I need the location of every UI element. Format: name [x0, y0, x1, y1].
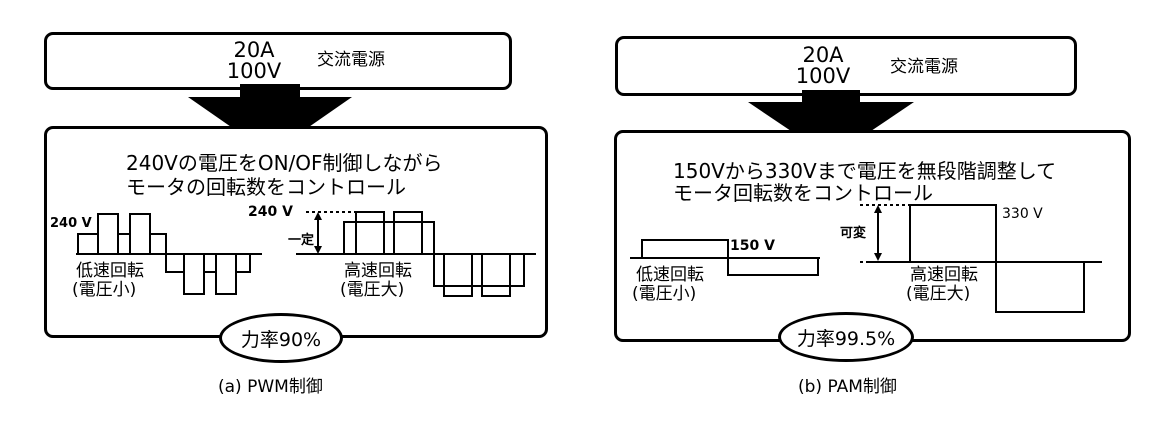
amplitude-note: 一定 [288, 233, 315, 248]
pulse [909, 204, 997, 263]
pulse [77, 233, 99, 255]
high-voltage-label: 330 V [1002, 206, 1043, 222]
pulse [393, 211, 423, 255]
ac-power-source-box: 20A 100V 交流電源 [44, 32, 512, 90]
description-line-2: モータ回転数をコントロール [673, 181, 933, 205]
power-factor-oval: 力率99.5% [778, 312, 914, 362]
description-line-1: 240Vの電圧をON/OF制御しながら [126, 151, 443, 175]
figure-caption: (a) PWM制御 [218, 377, 323, 397]
pam-panel: 20A 100V 交流電源 150Vから330Vまで電圧を無段階調整して モータ… [570, 0, 1149, 424]
pulse [443, 253, 473, 297]
pulse [117, 233, 131, 255]
pulse [183, 253, 205, 295]
pam-waveform-diagram [630, 204, 1102, 313]
source-label: 交流電源 [890, 57, 958, 77]
high-speed-label: 高速回転 [344, 261, 412, 281]
pulse [97, 213, 119, 255]
source-current: 20A [233, 38, 275, 62]
low-speed-label: 低速回転 [76, 261, 144, 281]
down-arrow-icon [188, 84, 352, 154]
pulse [215, 253, 237, 295]
low-speed-label: 低速回転 [636, 265, 704, 285]
pwm-description-box: 240Vの電圧をON/OF制御しながら モータの回転数をコントロール [44, 126, 548, 338]
pam-description-box: 150Vから330Vまで電圧を無段階調整して モータ回転数をコントロール [614, 130, 1131, 342]
pam-arrow-and-waveforms [748, 90, 914, 158]
power-factor-oval: 力率90% [219, 313, 343, 363]
pulse [355, 211, 385, 255]
description-line-1: 150Vから330Vまで電圧を無段階調整して [673, 159, 1057, 183]
high-voltage-label: 240 V [248, 204, 293, 220]
pwm-arrow-and-waveforms [188, 84, 352, 154]
description-line-2: モータの回転数をコントロール [126, 175, 406, 199]
pulse [235, 253, 251, 273]
pulse [165, 253, 185, 273]
source-voltage: 100V [226, 59, 282, 83]
pulse [343, 221, 435, 255]
low-speed-sub: (電圧小) [632, 284, 697, 304]
source-voltage: 100V [795, 64, 851, 88]
pwm-panel: 20A 100V 交流電源 240Vの電圧をON/OF制御しながら モータの回転… [0, 0, 560, 424]
pulse [641, 239, 729, 259]
amplitude-note: 可変 [840, 226, 867, 241]
high-speed-sub: (電圧大) [906, 284, 971, 304]
pwm-waveform-diagram [76, 211, 536, 297]
source-current: 20A [802, 43, 844, 67]
high-speed-sub: (電圧大) [340, 280, 405, 300]
low-speed-sub: (電圧小) [72, 280, 137, 300]
source-label: 交流電源 [317, 50, 385, 70]
pulse [129, 213, 151, 255]
pulse [203, 253, 217, 273]
low-voltage-label: 240 V [50, 216, 92, 231]
figure-caption: (b) PAM制御 [798, 377, 897, 397]
pulse [433, 253, 525, 287]
pulse [149, 233, 167, 255]
high-speed-label: 高速回転 [910, 265, 978, 285]
pulse [727, 257, 819, 276]
pulse [995, 261, 1085, 313]
pulse [481, 253, 511, 297]
down-arrow-icon [748, 90, 914, 158]
low-voltage-label: 150 V [730, 238, 775, 254]
